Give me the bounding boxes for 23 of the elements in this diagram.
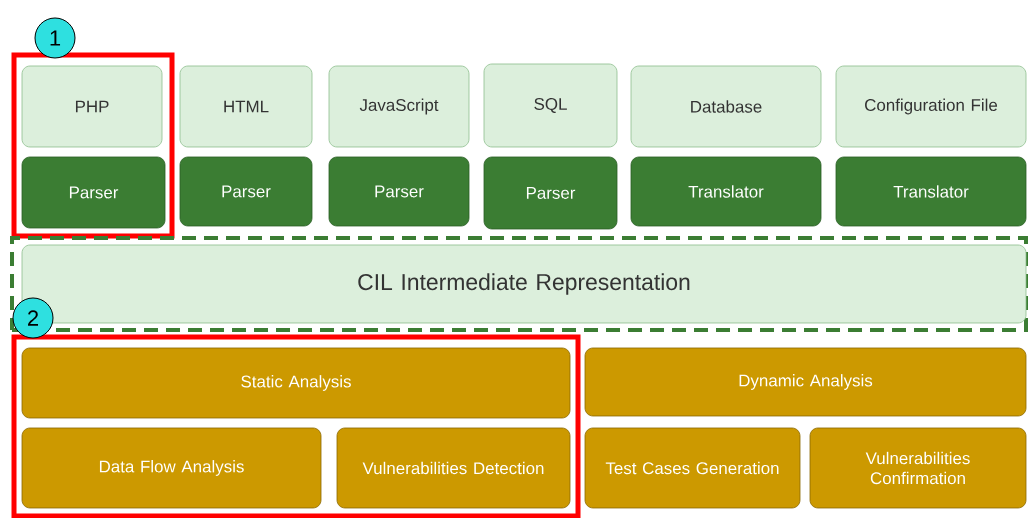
analysis-box: Test Cases Generation (584, 427, 801, 509)
callout-number: 2 (12, 297, 54, 339)
analysis-box: Vulnerabilities Confirmation (809, 427, 1027, 509)
highlight-frame (11, 52, 175, 239)
analysis-box: Vulnerabilities Detection (336, 427, 571, 509)
highlight-frame (11, 334, 581, 518)
language-box: Database (630, 65, 822, 148)
parser-box: Parser (328, 156, 470, 227)
parser-box: Translator (630, 156, 822, 227)
language-box: Configuration File (835, 65, 1027, 148)
parser-box: Parser (21, 156, 166, 229)
parser-box: Parser (179, 156, 313, 227)
dashed-frame (10, 236, 1028, 332)
callout-number: 1 (34, 17, 76, 59)
language-box: PHP (21, 65, 163, 148)
language-box: SQL (483, 63, 618, 148)
analysis-box: Static Analysis (21, 347, 571, 419)
analysis-box: Dynamic Analysis (584, 347, 1027, 417)
language-box: JavaScript (328, 65, 470, 148)
parser-box: Translator (835, 156, 1027, 227)
language-box: HTML (179, 65, 313, 148)
analysis-box: Data Flow Analysis (21, 427, 322, 509)
parser-box: Parser (483, 156, 618, 230)
